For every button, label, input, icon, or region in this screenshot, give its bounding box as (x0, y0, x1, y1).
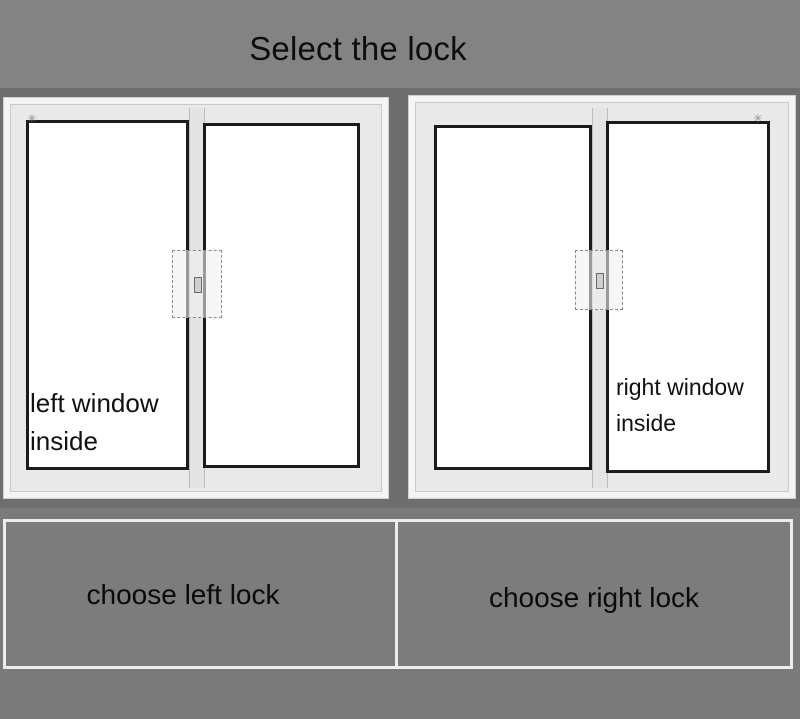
header-bar: Select the lock (0, 0, 800, 88)
screw-icon: ✳ (27, 113, 37, 125)
choose-right-lock-label: choose right lock (488, 582, 700, 613)
right-lock-handle[interactable] (575, 250, 623, 310)
lock-icon (596, 273, 604, 289)
left-window-label-line2: inside (30, 425, 98, 456)
right-window-label-line2: inside (616, 409, 677, 436)
choose-left-lock-label: choose left lock (86, 579, 280, 610)
right-window-label-line1: right window (616, 374, 744, 400)
left-lock-handle[interactable] (172, 250, 222, 318)
right-window-label: right window inside (616, 370, 744, 441)
left-window-left-pane (26, 120, 189, 470)
page-title: Select the lock (249, 30, 467, 67)
lock-icon (194, 277, 202, 293)
choose-right-lock-button[interactable]: choose right lock (395, 519, 793, 669)
right-window-left-pane (434, 125, 592, 470)
choose-left-lock-button[interactable]: choose left lock (3, 519, 398, 669)
left-window-label-line1: left window (30, 388, 159, 418)
left-window-label: left window inside (30, 385, 159, 460)
left-window-right-pane (203, 123, 360, 468)
screw-icon: ✳ (753, 113, 763, 125)
